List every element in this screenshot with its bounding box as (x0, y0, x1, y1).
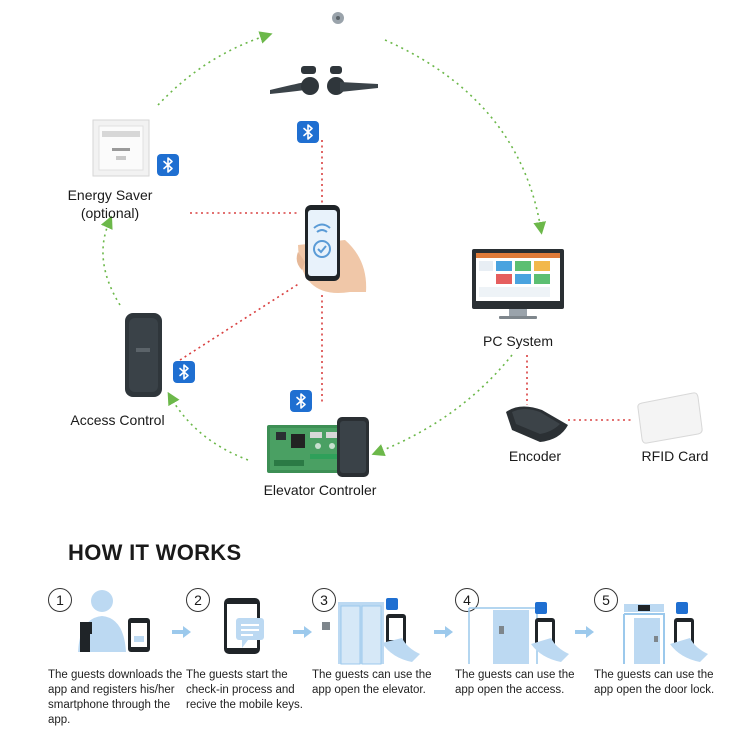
energy-saver-name: Energy Saver (67, 187, 153, 203)
elevator-icon (322, 598, 420, 665)
pc-system-label: PC System (482, 333, 553, 349)
step-1: 1 The guests downloads the app and regis… (48, 588, 186, 738)
guest-with-phone-icon (78, 590, 150, 652)
step-5: 5 The guests can use the app open the do… (594, 588, 732, 738)
arrow-pc-to-elevator (371, 354, 513, 457)
step-description: The guests start the check-in process an… (186, 669, 303, 711)
arrow-access-to-energy (100, 215, 121, 306)
monitor-icon (472, 249, 564, 319)
arrow-energy-to-lock (157, 31, 273, 106)
rfid-card-icon (637, 392, 703, 444)
step-description: The guests can use the app open the door… (594, 669, 715, 696)
elevator-controller-label: Elevator Controler (263, 482, 377, 498)
bluetooth-icon (173, 361, 195, 383)
arrow-lock-to-pc (384, 39, 547, 235)
flow-arrows (100, 31, 547, 461)
arrow-right-icon (293, 626, 312, 638)
step-number: 5 (594, 588, 618, 612)
smartphone-icon (296, 205, 367, 294)
access-door-icon (468, 602, 569, 664)
bluetooth-icon (297, 121, 319, 143)
mobile-key-icon (224, 598, 264, 654)
step-description: The guests downloads the app and registe… (48, 669, 183, 726)
elevator-reader-icon (337, 417, 369, 477)
step-2: 2 The guests start the check-in process … (186, 588, 324, 738)
step-3: 3 The guests can use the app open the el… (312, 588, 450, 738)
step-description: The guests can use the app open the elev… (312, 669, 432, 696)
bluetooth-icon (290, 390, 312, 412)
energy-saver-label: Energy Saver (optional) (40, 186, 180, 222)
access-reader-icon (125, 313, 162, 397)
energy-saver-icon (92, 119, 150, 177)
how-it-works-title: HOW IT WORKS (68, 540, 242, 565)
arrow-right-icon (434, 626, 453, 638)
bluetooth-icon (157, 154, 179, 176)
access-control-label: Access Control (70, 412, 165, 428)
arrow-right-icon (575, 626, 594, 638)
rfid-card-label: RFID Card (641, 448, 709, 464)
step-number: 3 (312, 588, 336, 612)
card-reader-icon (506, 406, 568, 442)
step-number: 2 (186, 588, 210, 612)
energy-saver-optional: (optional) (80, 205, 140, 221)
arrow-right-icon (172, 626, 191, 638)
encoder-label: Encoder (508, 448, 562, 464)
step-number: 1 (48, 588, 72, 612)
door-lock-icon (270, 66, 378, 95)
link-phone-access (179, 282, 301, 361)
hotel-door-icon (623, 602, 708, 664)
step-4: 4 The guests can use the app open the ac… (455, 588, 593, 738)
wireless-links (179, 140, 632, 421)
step-number: 4 (455, 588, 479, 612)
step-description: The guests can use the app open the acce… (455, 669, 575, 696)
